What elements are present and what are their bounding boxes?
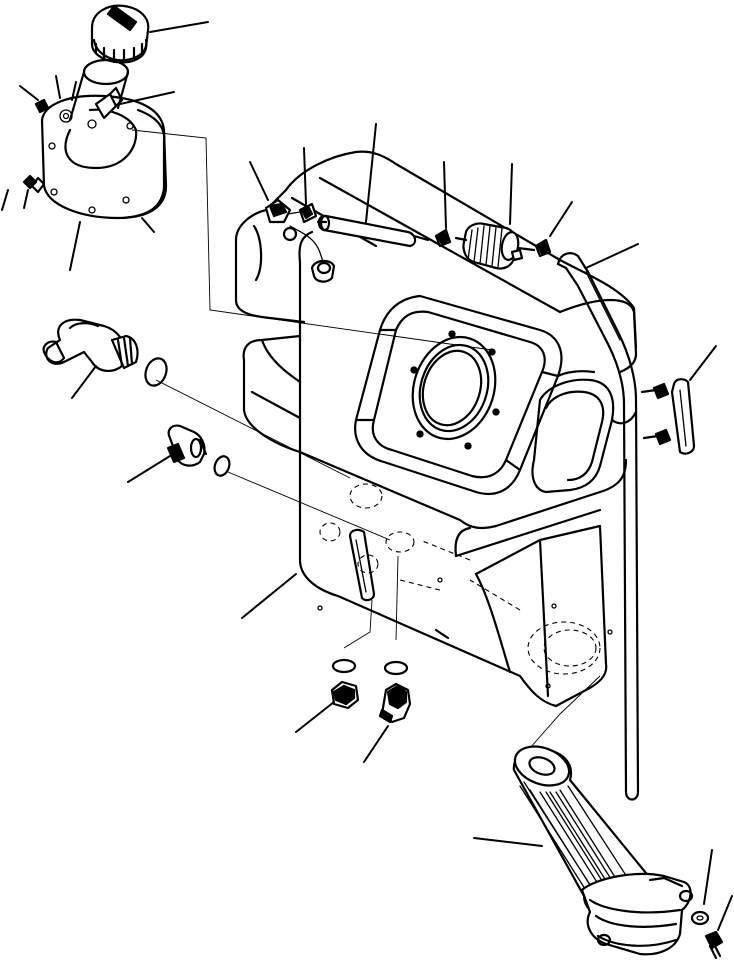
filter-flange-screw: [704, 930, 724, 960]
return-filter-element: [512, 745, 694, 956]
o-ring-small: [213, 455, 231, 477]
leader-screw-left: [1, 189, 9, 211]
guide-o-ring-large: [155, 379, 351, 479]
leader-washer-left: [23, 189, 29, 209]
elbow-fitting-large: [42, 318, 139, 372]
leader-filler-cap: [149, 21, 209, 33]
leader-sight-gauge: [689, 345, 717, 381]
vent-tube: [556, 252, 640, 801]
assembly-guide-line: [131, 129, 493, 351]
breather-elbow: [264, 198, 336, 283]
guide-filter-element: [529, 675, 601, 749]
guide-drain-elbow: [395, 555, 399, 641]
leader-flange-washer: [703, 849, 713, 905]
drain-plug: [330, 658, 360, 710]
leader-breather: [249, 161, 269, 201]
leader-tank: [241, 573, 297, 619]
o-ring-large: [144, 357, 168, 387]
elbow-fitting-small: [166, 424, 208, 467]
leader-plate-side: [141, 217, 155, 233]
leader-elbow-small: [127, 455, 171, 483]
leader-plate-bottom: [69, 221, 81, 271]
leader-clamp1: [303, 147, 307, 205]
cap-screw-small: [22, 98, 50, 194]
leader-clamp3: [549, 201, 573, 237]
drain-elbow: [378, 660, 412, 724]
filter-flange-washer: [690, 910, 710, 926]
leader-flange-screw: [717, 895, 733, 931]
leader-screw-top: [19, 85, 39, 101]
hose-clamp: [298, 202, 552, 258]
in-line-filter: [454, 222, 536, 270]
filler-cap: [90, 4, 150, 64]
leader-filter-element: [473, 837, 543, 847]
leader-washer-top2: [71, 81, 77, 101]
leader-drain-elbow: [363, 725, 389, 763]
leader-vent-tube: [585, 243, 639, 269]
breather-hose: [316, 214, 430, 248]
guide-o-ring-small: [227, 471, 391, 541]
leader-filter: [509, 163, 513, 225]
guide-drain-plug: [343, 599, 373, 649]
leader-washer-top: [55, 75, 61, 99]
leader-clamp2: [443, 161, 447, 229]
filler-neck-plate: [40, 86, 168, 220]
leader-plate: [119, 91, 175, 105]
leader-hose: [365, 123, 377, 223]
sight-gauge: [640, 378, 696, 455]
leader-drain-plug: [295, 701, 335, 733]
leader-elbow-large: [71, 365, 97, 399]
